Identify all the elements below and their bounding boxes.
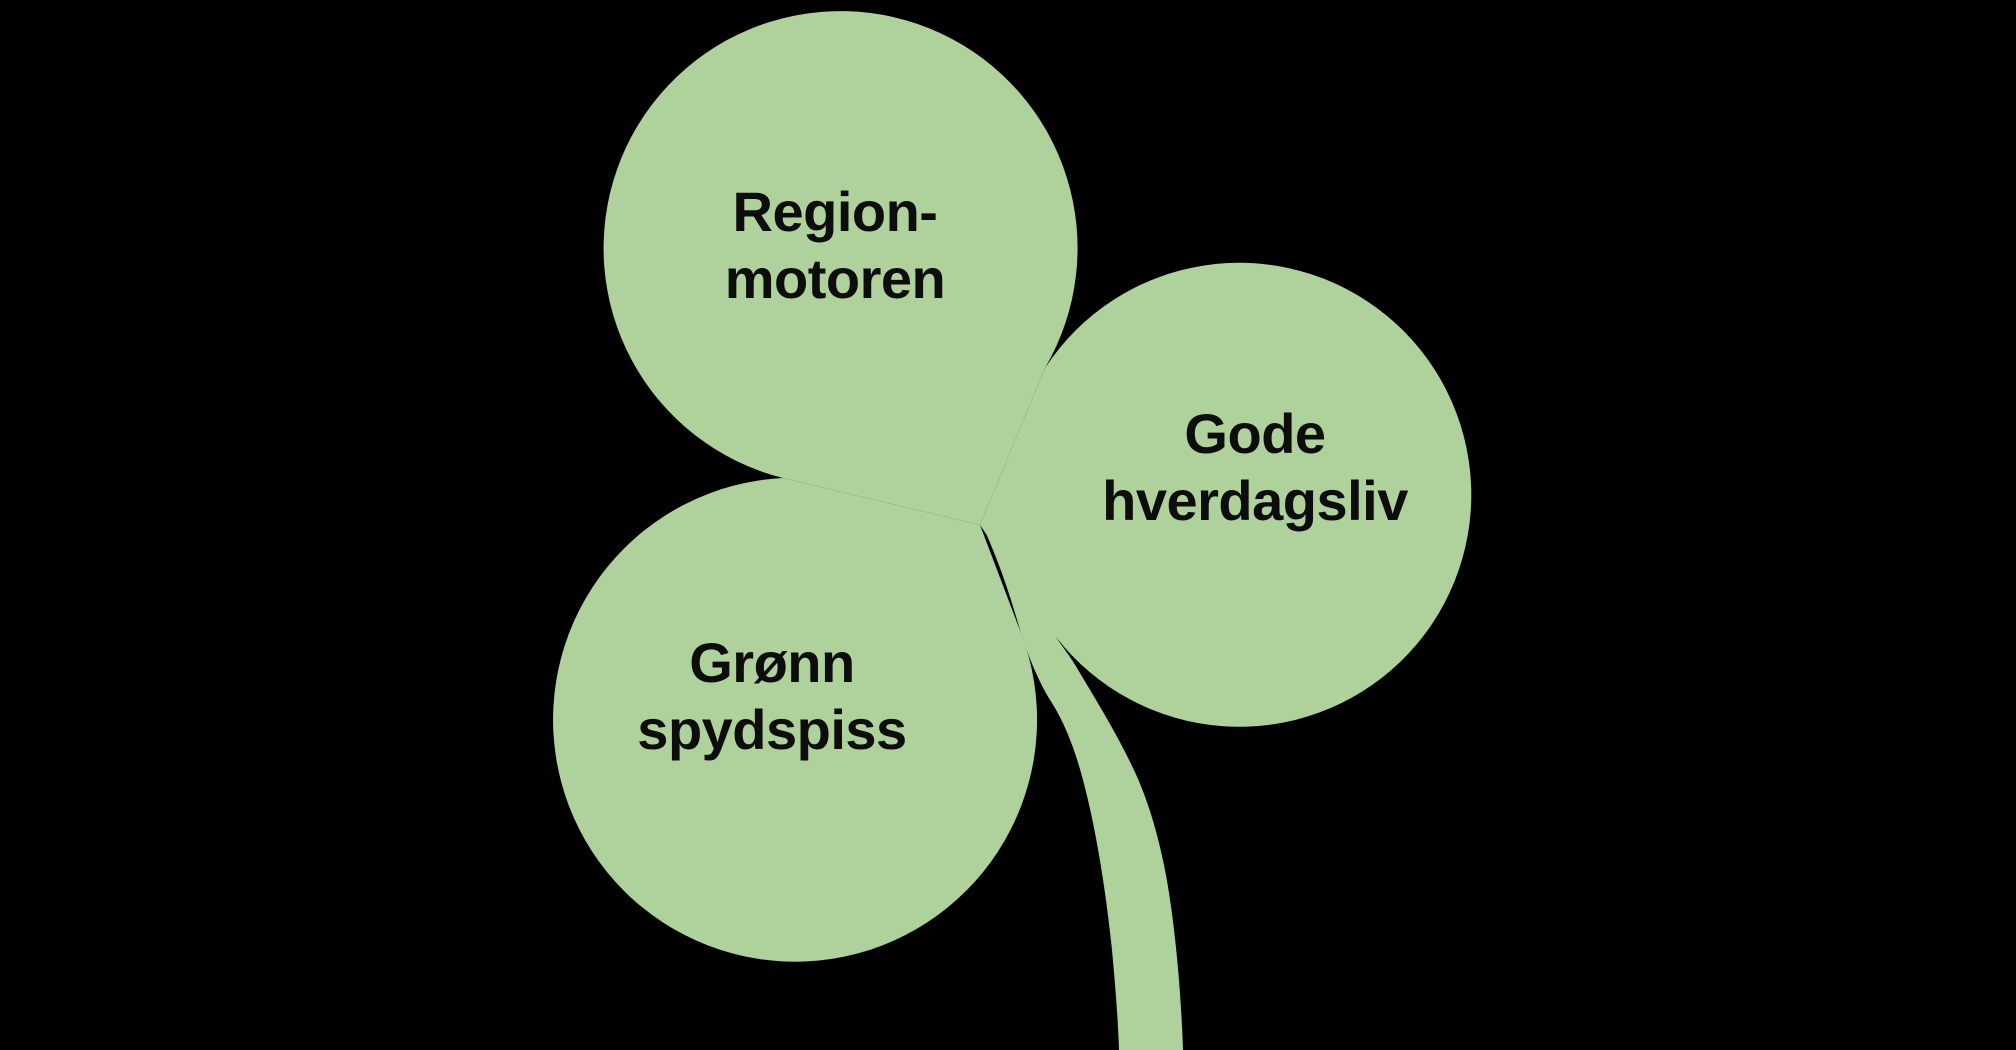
leaf-label-bottom-left-line2: spydspiss bbox=[637, 698, 907, 761]
leaf-right-shape bbox=[980, 262, 1472, 727]
leaf-label-right: Gode hverdagsliv bbox=[1102, 400, 1408, 534]
leaf-label-bottom-left-line1: Grønn bbox=[689, 631, 855, 694]
leaf-label-top: Region- motoren bbox=[725, 178, 946, 312]
stem-shape bbox=[980, 520, 1183, 1050]
leaf-label-right-line1: Gode bbox=[1184, 402, 1326, 465]
leaf-label-bottom-left: Grønn spydspiss bbox=[637, 629, 907, 763]
leaf-bottom-left-shape bbox=[553, 478, 1038, 962]
leaf-label-right-line2: hverdagsliv bbox=[1102, 469, 1408, 532]
leaf-top-shape bbox=[603, 11, 1078, 525]
leaf-label-top-line2: motoren bbox=[724, 247, 946, 310]
leaf-label-top-line1: Region- bbox=[732, 180, 938, 243]
